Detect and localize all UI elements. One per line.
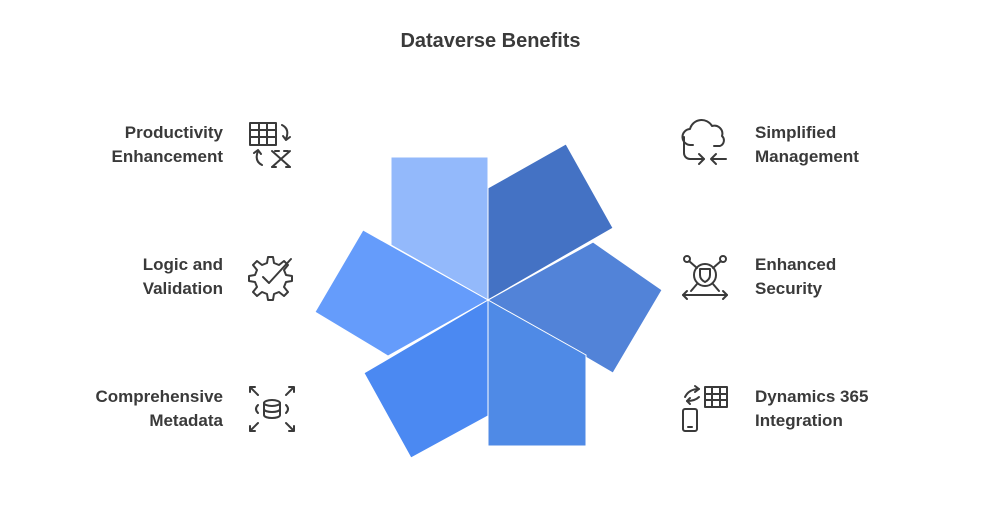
table-convert-icon	[246, 119, 298, 171]
cloud-sync-icon	[679, 119, 731, 171]
shield-network-icon	[679, 251, 731, 303]
gear-check-icon	[246, 251, 298, 303]
mobile-table-sync-icon	[679, 383, 731, 435]
wheel-segment-metadata	[363, 299, 489, 459]
label-dynamics-integration: Dynamics 365 Integration	[755, 387, 869, 430]
label-logic-validation: Logic and Validation	[142, 255, 223, 298]
wheel-segment-logic	[314, 229, 490, 357]
label-simplified-management: Simplified Management	[755, 123, 859, 166]
label-comprehensive-metadata: Comprehensive Metadata	[95, 387, 223, 430]
diagram-title: Dataverse Benefits	[400, 30, 581, 52]
label-enhanced-security: Enhanced Security	[755, 255, 837, 298]
database-expand-icon	[246, 383, 298, 435]
wheel-segment-simplified	[487, 143, 614, 301]
label-productivity: Productivity Enhancement	[111, 123, 223, 166]
